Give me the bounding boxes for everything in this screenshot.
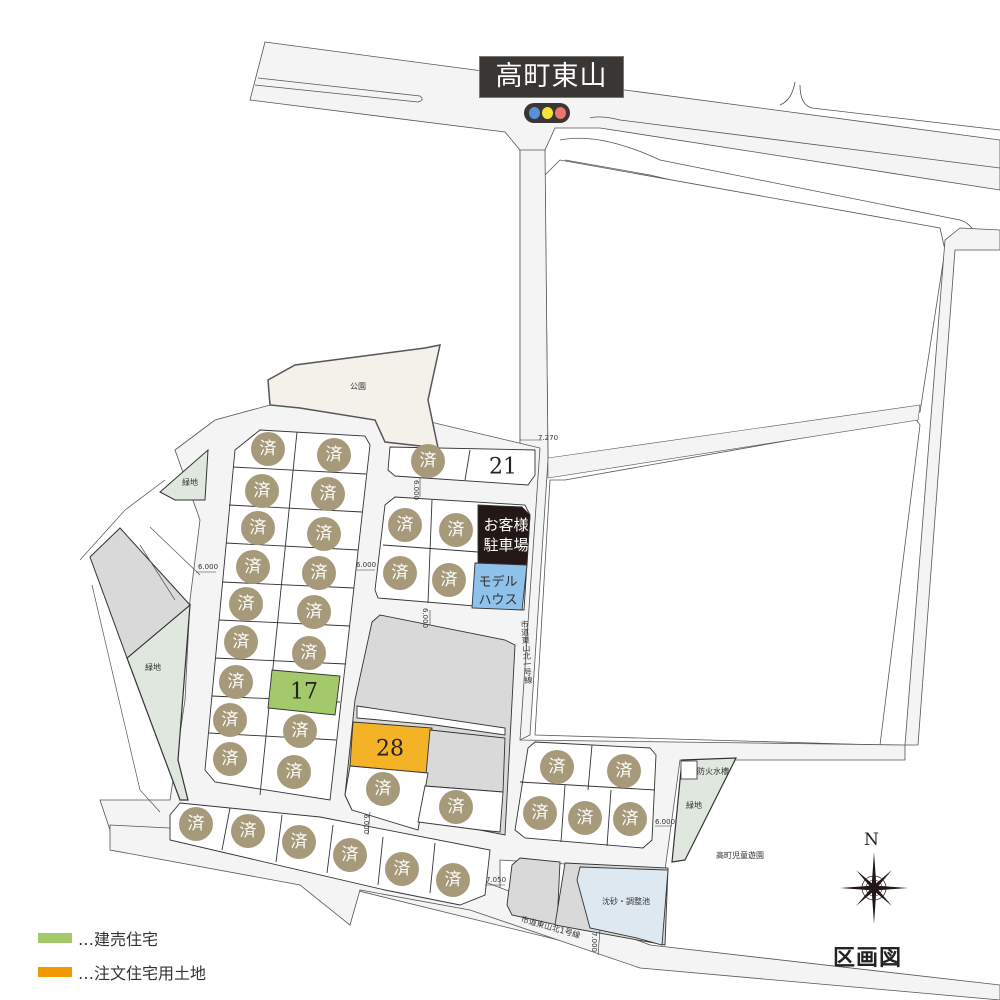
playground-label: 高町児童遊園 (716, 851, 764, 860)
green-space-label-2: 緑地 (145, 663, 161, 672)
dimension-6000-e: 6.000 (362, 814, 370, 835)
green-space-label-1: 緑地 (182, 478, 198, 487)
model-house-line2: ハウス (478, 593, 518, 608)
lot-17-shape (267, 669, 341, 716)
legend-custom-home-land: …注文住宅用土地 (38, 960, 206, 984)
pond-area (506, 857, 669, 946)
park-label: 公園 (350, 382, 366, 391)
sold-badge[interactable]: 済 (245, 474, 279, 508)
sold-badge[interactable]: 済 (302, 556, 336, 590)
sold-badge[interactable]: 済 (179, 807, 213, 841)
sold-badge[interactable]: 済 (439, 790, 473, 824)
reserved-grey-west (89, 527, 191, 659)
sold-badge[interactable]: 済 (292, 636, 326, 670)
model-house: モデル ハウス (472, 574, 524, 610)
sold-badge[interactable]: 済 (613, 802, 647, 836)
sold-badge[interactable]: 済 (436, 863, 470, 897)
model-house-shape (471, 562, 528, 611)
legend-label-custom-home-land: …注文住宅用土地 (78, 964, 207, 983)
sold-badge[interactable]: 済 (231, 814, 265, 848)
location-title: 高町東山 (479, 56, 624, 98)
sold-badge[interactable]: 済 (236, 550, 270, 584)
sold-badge[interactable]: 済 (385, 852, 419, 886)
sold-badge[interactable]: 済 (523, 796, 557, 830)
sold-badge[interactable]: 済 (307, 517, 341, 551)
north-label: N (864, 830, 879, 850)
lot-17[interactable]: 17 (290, 679, 318, 705)
legend-swatch-orange (38, 967, 72, 977)
dimension-6000-a: 6.000 (198, 563, 219, 571)
fire-cistern-label: 防火水槽 (697, 767, 729, 776)
sold-badge[interactable]: 済 (282, 825, 316, 859)
sold-badge[interactable]: 済 (388, 508, 422, 542)
sold-badge[interactable]: 済 (333, 838, 367, 872)
sold-badge[interactable]: 済 (568, 801, 602, 835)
sold-badge[interactable]: 済 (229, 587, 263, 621)
map-title: 区画図 (833, 946, 903, 971)
central-block (344, 614, 516, 836)
dimension-6000-c: 6.000 (412, 480, 420, 501)
dimension-7050: 7.050 (486, 876, 507, 884)
dimension-6000-b: 6.000 (356, 561, 377, 569)
sold-badge[interactable]: 済 (251, 432, 285, 466)
customer-parking: お客様 駐車場 (481, 515, 531, 555)
dimension-6000-d: 6.000 (421, 608, 429, 629)
compass-rose-icon (840, 852, 908, 924)
traffic-signal-icon (524, 103, 570, 123)
sold-badge[interactable]: 済 (311, 477, 345, 511)
green-space-3 (671, 757, 737, 863)
legend-label-built-for-sale: …建売住宅 (78, 930, 159, 949)
legend-swatch-green (38, 933, 72, 943)
east-blocks (534, 159, 1000, 746)
customer-parking-shape (477, 504, 531, 566)
sold-badge[interactable]: 済 (411, 444, 445, 478)
model-house-line1: モデル (478, 575, 518, 590)
sold-badge[interactable]: 済 (283, 714, 317, 748)
lot-28[interactable]: 28 (376, 736, 404, 762)
sold-badge[interactable]: 済 (317, 438, 351, 472)
legend-built-for-sale: …建売住宅 (38, 926, 158, 950)
dimension-7000: 7.000 (590, 932, 598, 953)
sold-badge[interactable]: 済 (366, 772, 400, 806)
customer-parking-line1: お客様 (483, 516, 529, 534)
retention-pond-shape (576, 866, 669, 946)
sold-badge[interactable]: 済 (439, 513, 473, 547)
sold-badge[interactable]: 済 (607, 754, 641, 788)
lot-21[interactable]: 21 (489, 454, 517, 480)
sold-badge[interactable]: 済 (277, 755, 311, 789)
dimension-6000-f: 6.000 (655, 818, 676, 826)
sold-badge[interactable]: 済 (540, 750, 574, 784)
sold-badge[interactable]: 済 (224, 625, 258, 659)
sold-badge[interactable]: 済 (241, 511, 275, 545)
sold-badge[interactable]: 済 (383, 556, 417, 590)
sold-badge[interactable]: 済 (297, 595, 331, 629)
dimension-7270: 7.270 (538, 434, 559, 442)
sold-badge[interactable]: 済 (432, 563, 466, 597)
green-space-label-3: 緑地 (686, 801, 702, 810)
signal-blue (529, 107, 540, 119)
green-space-1 (159, 448, 209, 501)
customer-parking-line2: 駐車場 (483, 536, 529, 554)
signal-red (555, 107, 566, 119)
sold-badge[interactable]: 済 (213, 703, 247, 737)
sold-badge[interactable]: 済 (213, 742, 247, 776)
retention-pond-label: 沈砂・調整池 (602, 897, 650, 906)
sold-badge[interactable]: 済 (219, 665, 253, 699)
signal-yellow (542, 107, 553, 119)
